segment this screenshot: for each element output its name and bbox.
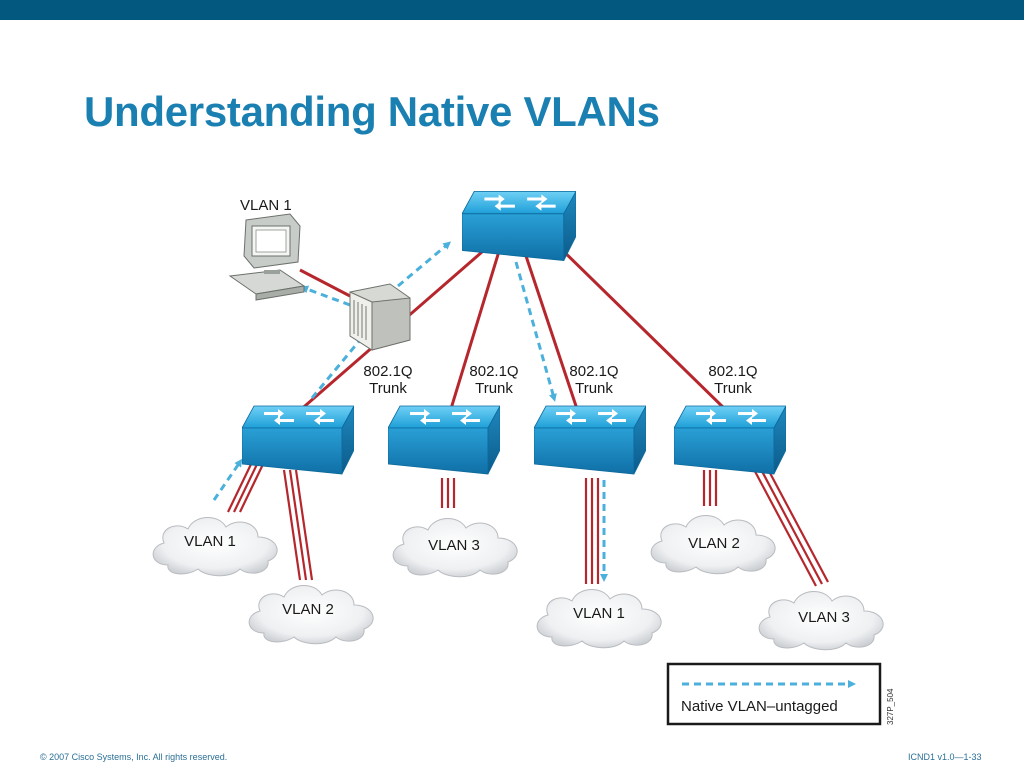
trunk-label-1-line1: 802.1Q xyxy=(363,363,412,380)
native-vlan-arrows xyxy=(212,241,856,688)
cloud-label-1: VLAN 1 xyxy=(184,533,236,550)
trunk-label-2-line2: Trunk xyxy=(475,380,513,397)
pc-link xyxy=(299,268,351,298)
copyright-footer: © 2007 Cisco Systems, Inc. All rights re… xyxy=(40,752,228,762)
vlan-cloud-5: VLAN 2 xyxy=(650,514,776,575)
native-arrow-2 xyxy=(310,339,362,399)
legend: Native VLAN–untagged xyxy=(666,662,882,726)
pc-icon xyxy=(228,213,306,301)
switch-icon xyxy=(462,190,576,262)
native-arrow-3 xyxy=(397,241,452,288)
vlan-cloud-2: VLAN 2 xyxy=(248,584,374,645)
trunk-labels: 802.1Q Trunk 802.1Q Trunk 802.1Q Trunk 8… xyxy=(363,363,757,397)
switch-icon xyxy=(674,405,786,475)
server-icon xyxy=(349,283,411,351)
switch-icon xyxy=(534,405,646,475)
trunk-link-4 xyxy=(550,238,730,414)
vlan-cloud-6: VLAN 3 xyxy=(758,590,884,651)
native-arrow-1 xyxy=(212,458,243,501)
figure-id: 327P_504 xyxy=(886,688,895,725)
cloud-label-2: VLAN 2 xyxy=(282,601,334,618)
page-title: Understanding Native VLANs xyxy=(84,88,660,135)
switch-icon xyxy=(388,405,500,475)
vlan-cloud-3: VLAN 3 xyxy=(392,517,518,578)
legend-box xyxy=(666,662,882,726)
native-arrow-4 xyxy=(300,285,351,307)
trunk-label-2-line1: 802.1Q xyxy=(469,363,518,380)
trunk-label-3-line1: 802.1Q xyxy=(569,363,618,380)
cloud-label-3: VLAN 3 xyxy=(428,537,480,554)
cloud-label-5: VLAN 2 xyxy=(688,535,740,552)
switch-icon xyxy=(242,405,354,475)
pc-vlan-label: VLAN 1 xyxy=(240,197,292,214)
legend-label: Native VLAN–untagged xyxy=(681,698,838,715)
access-links xyxy=(227,457,829,587)
top-banner xyxy=(0,0,1024,20)
trunk-label-3-line2: Trunk xyxy=(575,380,613,397)
vlan-cloud-4: VLAN 1 xyxy=(536,588,662,649)
cloud-label-4: VLAN 1 xyxy=(573,605,625,622)
trunk-link-2 xyxy=(448,247,502,413)
slide-number-footer: ICND1 v1.0—1-33 xyxy=(908,752,982,762)
vlan-cloud-1: VLAN 1 xyxy=(152,516,278,577)
trunk-label-1-line2: Trunk xyxy=(369,380,407,397)
trunk-label-4-line1: 802.1Q xyxy=(708,363,757,380)
trunk-label-4-line2: Trunk xyxy=(714,380,752,397)
cloud-label-6: VLAN 3 xyxy=(798,609,850,626)
trunk-link-3 xyxy=(522,249,580,413)
